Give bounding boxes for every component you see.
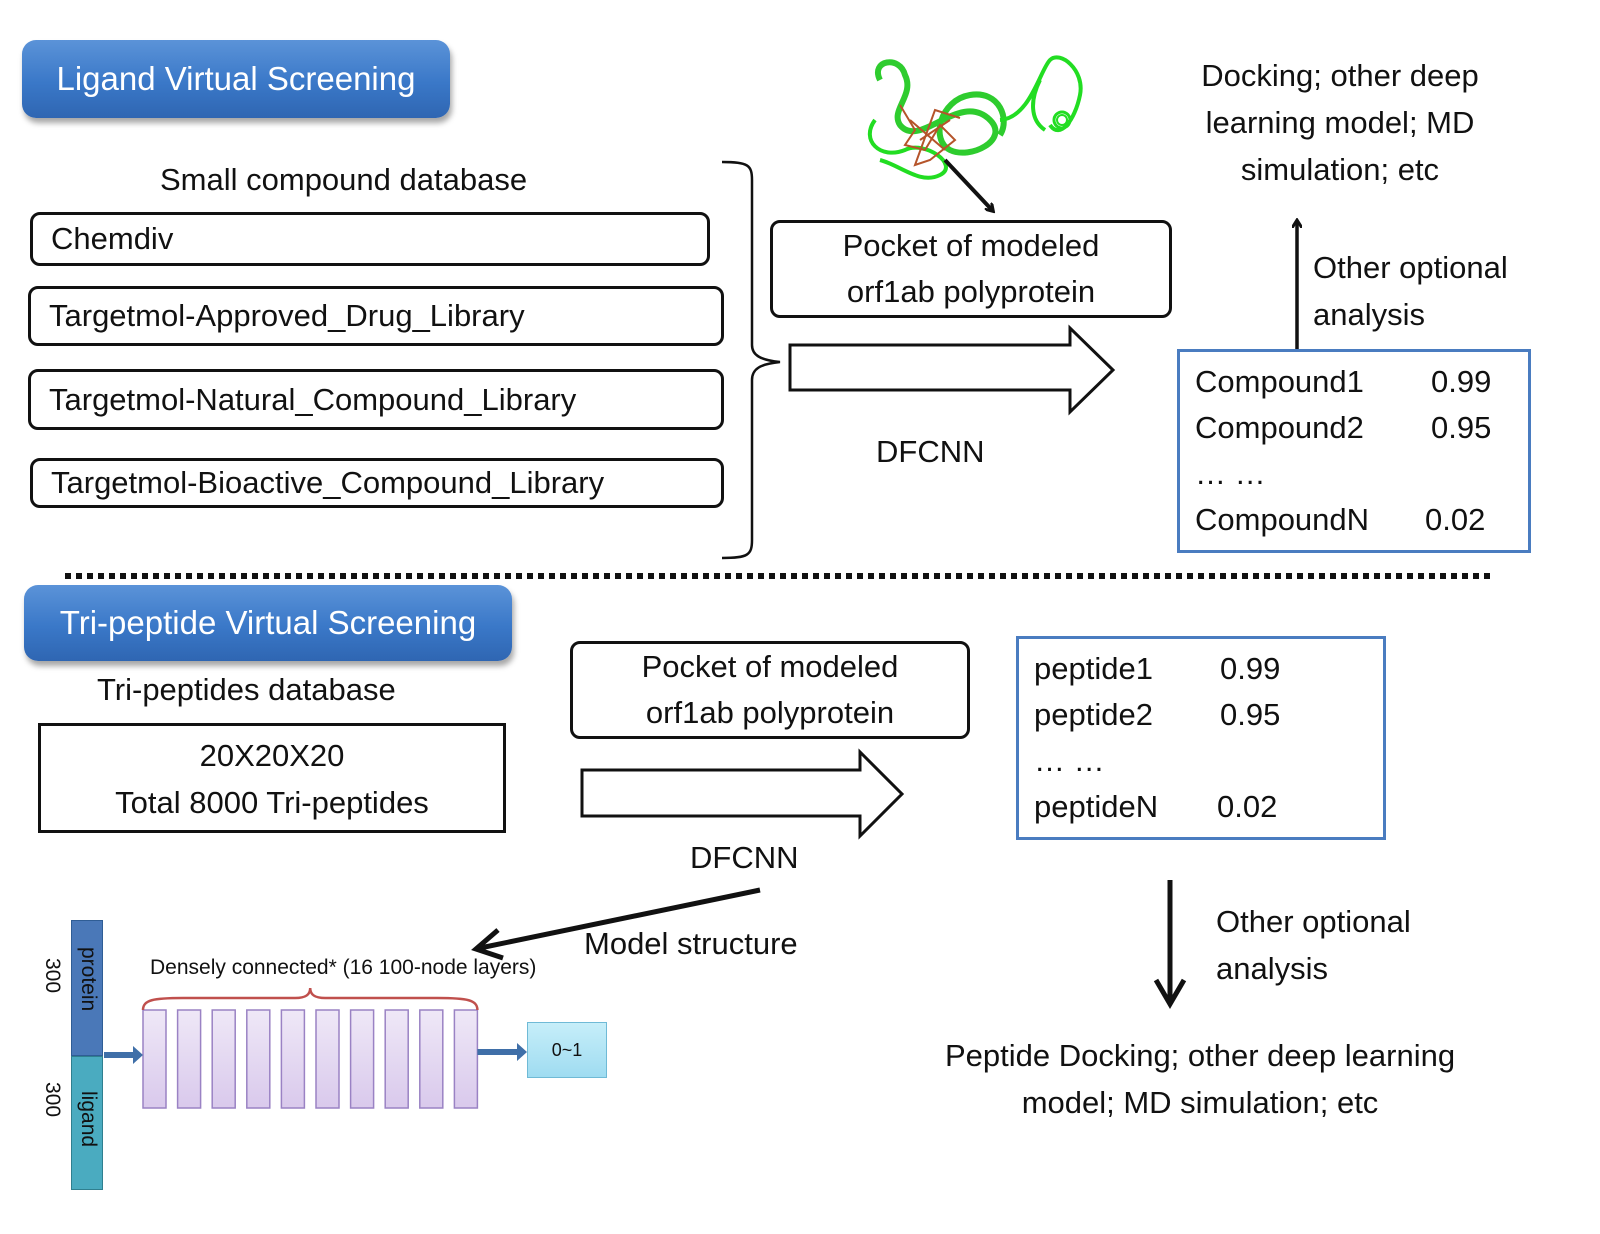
dense-layer-brace <box>141 987 479 1011</box>
result-score: 0.02 <box>1217 789 1278 824</box>
output-node: 0~1 <box>527 1022 607 1078</box>
peptide-database-title: Tri-peptides database <box>97 672 396 707</box>
optional-analysis-label-peptide: Other optional analysis <box>1216 898 1411 992</box>
result-name: peptide2 <box>1034 697 1153 732</box>
downstream-line2: learning model; MD <box>1205 105 1475 140</box>
method-label-peptide: DFCNN <box>690 840 799 875</box>
database-item-chemdiv: Chemdiv <box>30 212 710 266</box>
compound-database-title: Small compound database <box>160 162 528 197</box>
result-score: 0.99 <box>1220 651 1281 686</box>
dense-layer <box>211 1009 236 1109</box>
dense-layer <box>453 1009 479 1109</box>
dense-layer <box>176 1009 202 1109</box>
result-row: Compound2 <box>1195 410 1364 446</box>
optional-line2: analysis <box>1216 951 1328 986</box>
screening-arrow-bottom <box>580 748 905 840</box>
peptide-results-box: peptide1 0.99 peptide2 0.95 … … peptideN… <box>1016 636 1386 840</box>
optional-arrow-down <box>1153 880 1187 1009</box>
downstream-line1: Docking; other deep <box>1201 58 1479 93</box>
protein-input-label: protein <box>77 947 100 1012</box>
optional-line1: Other optional <box>1313 250 1508 285</box>
result-name: CompoundN <box>1195 502 1370 537</box>
database-item-bioactive-compound: Targetmol-Bioactive_Compound_Library <box>30 458 724 508</box>
ligand-screening-banner: Ligand Virtual Screening <box>22 40 450 118</box>
downstream-line2: model; MD simulation; etc <box>1021 1085 1379 1120</box>
result-name: Compound2 <box>1195 410 1364 445</box>
optional-analysis-label-ligand: Other optional analysis <box>1313 244 1508 338</box>
output-range-label: 0~1 <box>551 1039 583 1060</box>
model-structure-arrow <box>471 887 761 961</box>
dense-layer <box>280 1009 306 1109</box>
result-ellipsis: … … <box>1034 743 1105 778</box>
optional-line2: analysis <box>1313 297 1425 332</box>
dense-layer <box>349 1009 375 1109</box>
peptide-database-line1: 20X20X20 <box>199 738 345 773</box>
model-diagram <box>104 987 527 1109</box>
method-label-ligand: DFCNN <box>876 434 985 469</box>
optional-line1: Other optional <box>1216 904 1411 939</box>
result-score: 0.99 <box>1431 364 1492 399</box>
dense-layer <box>246 1009 271 1109</box>
peptide-database-box: 20X20X20 Total 8000 Tri-peptides <box>38 723 506 833</box>
pocket-box-peptide: Pocket of modeled orf1ab polyprotein <box>570 641 970 739</box>
pocket-box-ligand: Pocket of modeled orf1ab polyprotein <box>770 220 1172 318</box>
result-score: 0.95 <box>1220 697 1281 732</box>
downstream-analysis-peptide: Peptide Docking; other deep learning mod… <box>880 1032 1520 1126</box>
ligand-input-label: ligand <box>77 1091 100 1148</box>
result-ellipsis: … … <box>1195 456 1266 491</box>
downstream-line1: Peptide Docking; other deep learning <box>944 1038 1456 1073</box>
result-name: peptide1 <box>1034 651 1153 686</box>
pocket-line2: orf1ab polyprotein <box>645 695 895 730</box>
result-score: 0.02 <box>1425 502 1486 537</box>
pocket-line2: orf1ab polyprotein <box>846 274 1096 309</box>
protein-input-bar: protein <box>71 920 103 1056</box>
downstream-line3: simulation; etc <box>1240 152 1440 187</box>
ligand-input-bar: ligand <box>71 1056 103 1190</box>
screening-arrow-top <box>788 324 1116 416</box>
peptide-database-line2: Total 8000 Tri-peptides <box>115 785 429 820</box>
database-item-approved-drug: Targetmol-Approved_Drug_Library <box>28 286 724 346</box>
result-name: peptideN <box>1034 789 1159 824</box>
pocket-line1: Pocket of modeled <box>641 649 899 684</box>
protein-dim-label: 300 <box>41 958 64 994</box>
dense-layer <box>419 1009 444 1109</box>
downstream-analysis-ligand: Docking; other deep learning model; MD s… <box>1170 52 1510 193</box>
result-row: CompoundN <box>1195 502 1369 538</box>
dense-layer <box>315 1009 340 1109</box>
peptide-screening-banner: Tri-peptide Virtual Screening <box>24 585 512 661</box>
result-name: Compound1 <box>1195 364 1364 399</box>
protein-structure-image <box>867 55 1083 210</box>
database-brace <box>721 160 781 560</box>
output-arrow <box>477 1043 527 1061</box>
compound-results-box: Compound1 0.99 Compound2 0.95 … … Compou… <box>1177 349 1531 553</box>
dense-layer-label: Densely connected* (16 100-node layers) <box>150 956 537 979</box>
database-item-natural-compound: Targetmol-Natural_Compound_Library <box>28 369 724 430</box>
result-score: 0.95 <box>1431 410 1492 445</box>
input-arrow <box>104 1046 143 1064</box>
dense-layer <box>142 1009 167 1109</box>
dense-layer <box>384 1009 409 1109</box>
result-row: Compound1 <box>1195 364 1364 400</box>
ligand-dim-label: 300 <box>41 1082 64 1118</box>
model-structure-label: Model structure <box>584 926 798 961</box>
pocket-line1: Pocket of modeled <box>842 228 1100 263</box>
